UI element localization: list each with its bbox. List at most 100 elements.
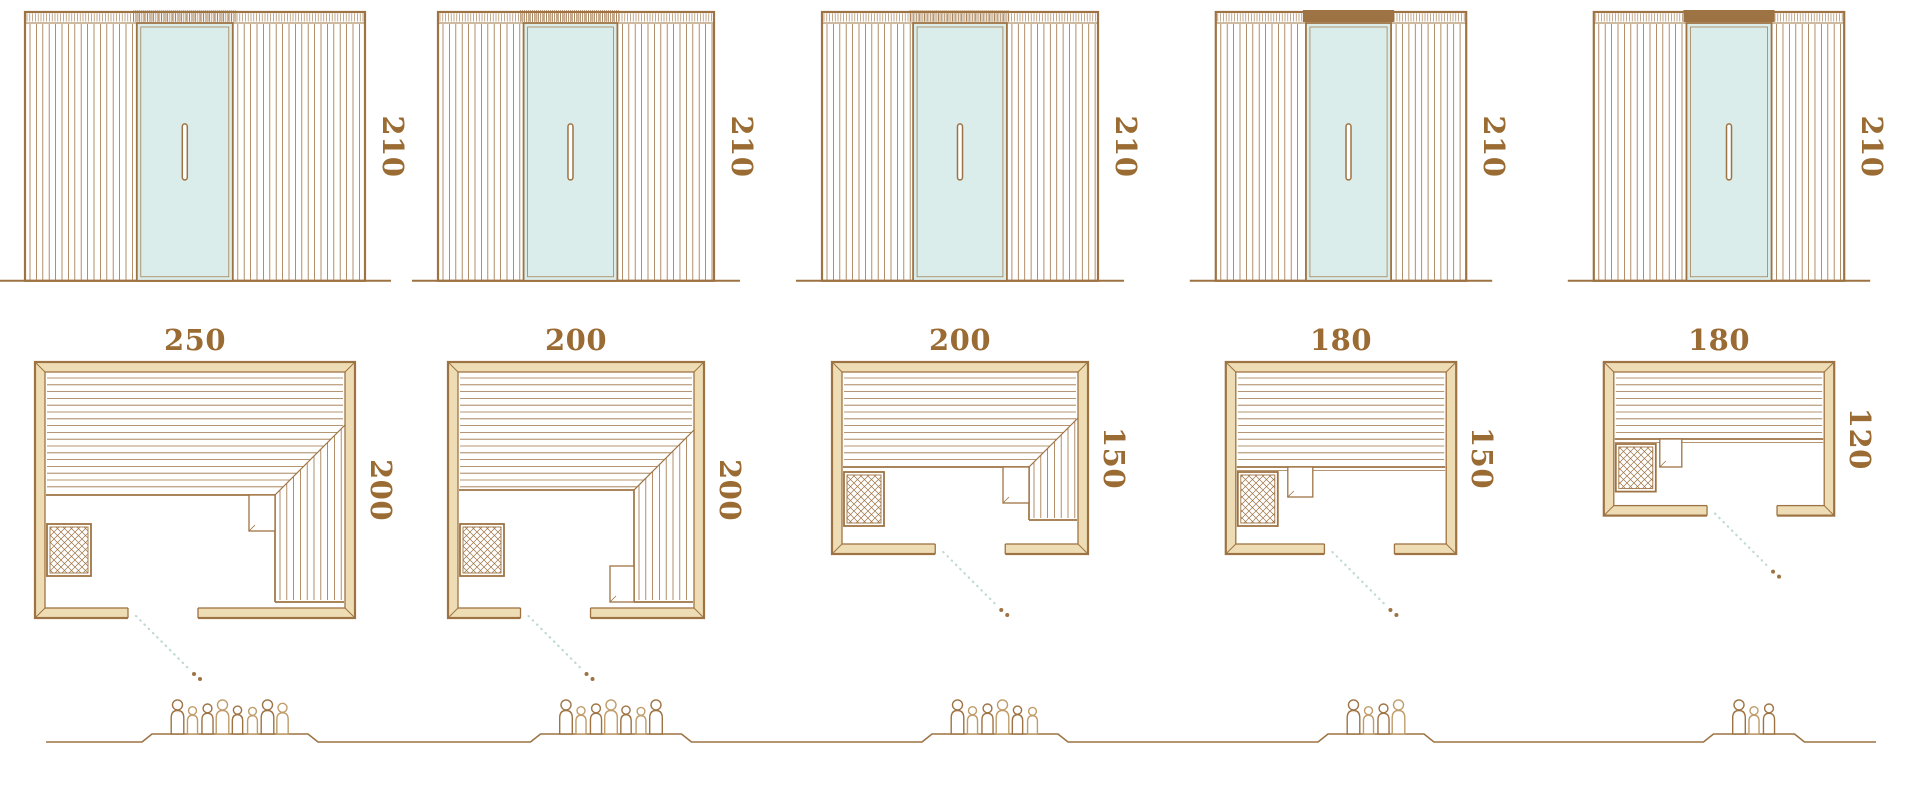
door-lintel: [1302, 10, 1395, 22]
front-elevation: [0, 10, 391, 282]
door-handle-icon: [567, 123, 574, 181]
person-icon: [276, 712, 289, 735]
width-dimension-label: 200: [545, 323, 607, 357]
door-top-hatch: [133, 10, 237, 22]
floor-plan: [1224, 360, 1458, 617]
benches: [1614, 377, 1824, 468]
height-dimension-label: 210: [1855, 115, 1889, 177]
door-swing-line: [942, 550, 1010, 617]
person-icon: [246, 714, 259, 735]
person-icon: [635, 714, 647, 735]
wall-slats: [442, 24, 713, 280]
sauna-model-1: 210 250 200: [0, 0, 410, 789]
door-handle-icon: [1725, 123, 1733, 181]
depth-dimension-label: 150: [1097, 427, 1131, 489]
door-handle-icon: [181, 123, 189, 181]
person-icon: [1732, 709, 1746, 735]
person-icon: [649, 709, 663, 735]
person-icon: [966, 714, 979, 735]
benches: [1236, 377, 1446, 498]
front-elevation: [796, 10, 1124, 282]
person-icon: [589, 712, 603, 735]
capacity-figures: [170, 699, 289, 735]
width-dimension-label: 180: [1688, 323, 1750, 357]
bench-step: [609, 565, 635, 603]
wall-slats: [1220, 24, 1461, 280]
depth-dimension-label: 150: [1465, 427, 1499, 489]
depth-dimension-label: 200: [364, 459, 398, 521]
floor-plan: [830, 360, 1090, 617]
person-icon: [201, 712, 214, 735]
floor-plan: [446, 360, 706, 681]
door-top-hatch: [520, 10, 619, 22]
person-icon: [1026, 714, 1039, 735]
door-opening: [1324, 542, 1395, 557]
person-icon: [995, 709, 1010, 735]
front-elevation: [412, 10, 740, 282]
person-icon: [604, 709, 618, 735]
person-icon: [1391, 709, 1406, 735]
bench-step: [248, 494, 276, 532]
door-swing-line: [1331, 550, 1399, 617]
floor-plan: [33, 360, 357, 681]
wall-slats: [1598, 24, 1841, 280]
door-opening: [1707, 504, 1778, 519]
sauna-model-1-drawing: 210 250 200: [0, 10, 410, 735]
sauna-model-5: 210 180 120: [1529, 0, 1909, 789]
heater-symbol: [459, 523, 505, 577]
heater-symbol: [843, 471, 885, 527]
door-top-hatch: [909, 10, 1009, 22]
door-swing-line: [134, 614, 202, 681]
depth-dimension-label: 120: [1843, 408, 1877, 470]
depth-dimension-label: 200: [713, 459, 747, 521]
person-icon: [950, 709, 965, 735]
person-icon: [1762, 712, 1776, 735]
person-icon: [1377, 712, 1390, 735]
bench-step: [1002, 466, 1030, 504]
benches: [459, 377, 695, 603]
front-elevation: [1189, 10, 1493, 282]
door-swing-line: [1713, 512, 1782, 579]
person-icon: [575, 714, 587, 735]
wall-slats: [826, 24, 1096, 280]
sauna-model-4: 210 180 150: [1151, 0, 1531, 789]
height-dimension-label: 210: [376, 115, 410, 177]
person-icon: [186, 714, 199, 735]
benches: [843, 377, 1079, 521]
person-icon: [170, 709, 185, 735]
sauna-model-5-drawing: 210 180 120: [1567, 10, 1889, 735]
floor-plan: [1602, 360, 1836, 579]
ground-line-path: [46, 733, 1876, 743]
width-dimension-label: 180: [1310, 323, 1372, 357]
door-swing-line: [527, 614, 595, 681]
front-elevation: [1567, 10, 1871, 282]
door-handle-icon: [956, 123, 964, 181]
sauna-model-4-drawing: 210 180 150: [1189, 10, 1511, 735]
bench-step: [1659, 438, 1683, 468]
heater-symbol: [1236, 471, 1279, 527]
person-icon: [215, 709, 230, 735]
door-lintel: [1683, 10, 1775, 22]
person-icon: [620, 714, 632, 735]
capacity-figures: [559, 699, 663, 735]
door-opening: [520, 606, 591, 621]
door-opening: [935, 542, 1006, 557]
person-icon: [260, 709, 275, 735]
person-icon: [981, 712, 994, 735]
heater-symbol: [46, 523, 92, 577]
capacity-figures: [1346, 699, 1406, 735]
capacity-figures: [950, 699, 1039, 735]
width-dimension-label: 250: [164, 323, 226, 357]
person-icon: [1748, 714, 1760, 735]
door-handle-icon: [1345, 123, 1352, 181]
height-dimension-label: 210: [1477, 115, 1511, 177]
person-icon: [559, 709, 573, 735]
heater-symbol: [1614, 443, 1657, 493]
width-dimension-label: 200: [929, 323, 991, 357]
